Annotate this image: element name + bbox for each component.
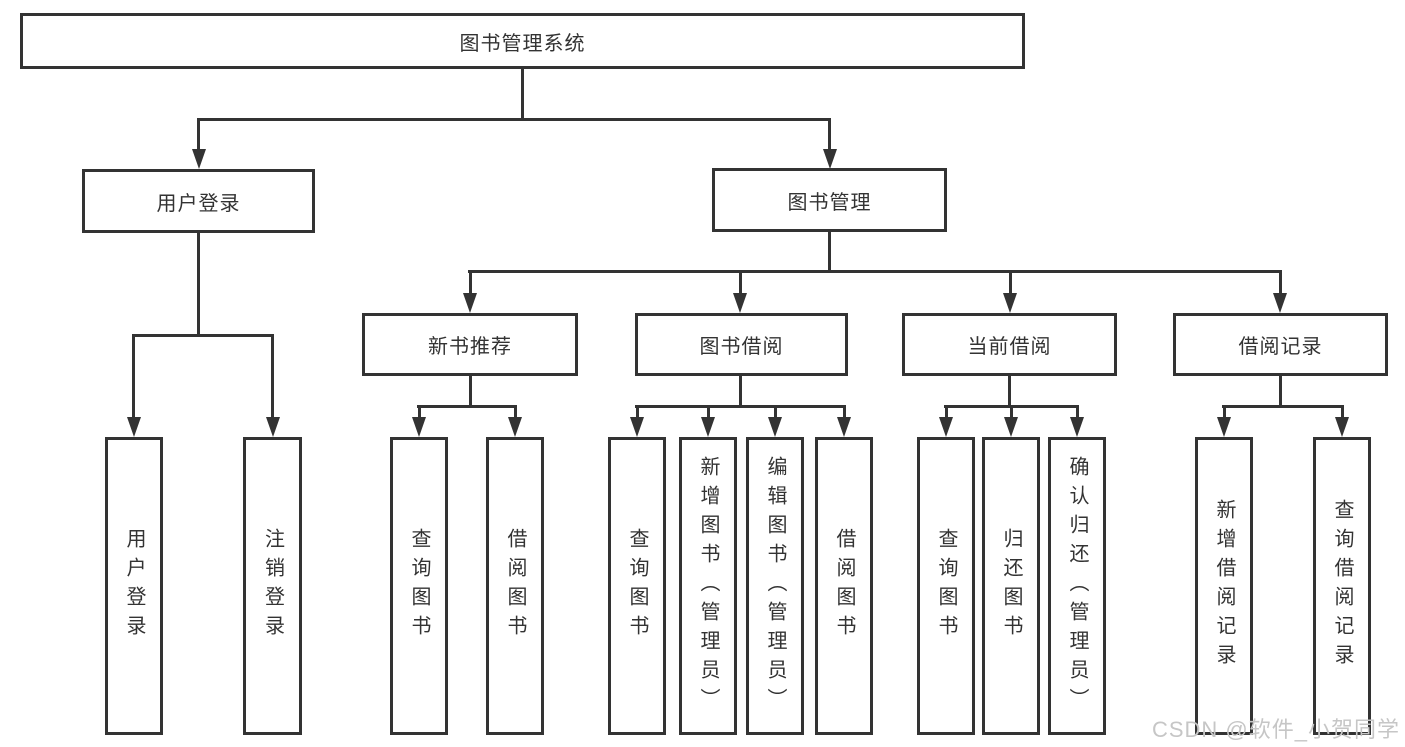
arrowhead-borrow-record (1273, 293, 1287, 313)
arrowhead-cb-confirm (1070, 417, 1084, 437)
connector-level3-rail (468, 270, 1282, 273)
node-leaf-br-add-record: 新增借阅记录 (1195, 437, 1253, 735)
connector-drop-bb-query (636, 405, 639, 419)
node-book-borrow: 图书借阅 (635, 313, 848, 376)
node-leaf-cb-confirm-return: 确认归还（管理员） (1048, 437, 1106, 735)
connector-drop-book-mgmt (828, 118, 831, 151)
connector-new-book-rail (417, 405, 516, 408)
node-leaf-bb-add-book: 新增图书（管理员） (679, 437, 737, 735)
node-leaf-bb-edit-book: 编辑图书（管理员） (746, 437, 804, 735)
node-current-borrow: 当前借阅 (902, 313, 1117, 376)
node-leaf-bb-query-book: 查询图书 (608, 437, 666, 735)
connector-drop-br-add (1223, 405, 1226, 419)
connector-book-borrow-rail (635, 405, 845, 408)
arrowhead-book-mgmt (823, 149, 837, 169)
connector-drop-nb-query (418, 405, 421, 419)
arrowhead-ul-user-login (127, 417, 141, 437)
connector-user-login-stem (197, 233, 200, 337)
node-borrow-record: 借阅记录 (1173, 313, 1388, 376)
arrowhead-book-borrow (733, 293, 747, 313)
arrowhead-bb-query (630, 417, 644, 437)
connector-drop-cb-confirm (1076, 405, 1079, 419)
connector-level2-rail (197, 118, 831, 121)
connector-drop-cb-return (1010, 405, 1013, 419)
node-leaf-user-login: 用户登录 (105, 437, 163, 735)
connector-borrow-record-rail (1222, 405, 1344, 408)
connector-drop-bb-add (707, 405, 710, 419)
arrowhead-ul-logout (266, 417, 280, 437)
connector-book-mgmt-stem (828, 232, 831, 273)
connector-user-login-rail (132, 334, 274, 337)
connector-drop-book-borrow (739, 270, 742, 295)
arrowhead-cb-return (1004, 417, 1018, 437)
connector-drop-borrow-record (1279, 270, 1282, 295)
connector-root-stem (521, 69, 524, 121)
arrowhead-user-login (192, 149, 206, 169)
node-leaf-nb-borrow-book: 借阅图书 (486, 437, 544, 735)
arrowhead-current-borrow (1003, 293, 1017, 313)
node-leaf-cb-query-book: 查询图书 (917, 437, 975, 735)
connector-drop-user-login (197, 118, 200, 151)
connector-new-book-stem (469, 376, 472, 408)
connector-drop-ul-user-login (132, 334, 135, 417)
node-root: 图书管理系统 (20, 13, 1025, 69)
connector-drop-nb-borrow (514, 405, 517, 419)
connector-drop-br-query (1341, 405, 1344, 419)
node-leaf-nb-query-book: 查询图书 (390, 437, 448, 735)
connector-current-borrow-stem (1008, 376, 1011, 408)
arrowhead-bb-borrow (837, 417, 851, 437)
node-book-mgmt: 图书管理 (712, 168, 947, 232)
connector-drop-cb-query (945, 405, 948, 419)
arrowhead-new-book (463, 293, 477, 313)
connector-drop-new-book (469, 270, 472, 295)
arrowhead-bb-add (701, 417, 715, 437)
node-leaf-br-query-record: 查询借阅记录 (1313, 437, 1371, 735)
node-leaf-logout: 注销登录 (243, 437, 302, 735)
arrowhead-bb-edit (768, 417, 782, 437)
arrowhead-br-add (1217, 417, 1231, 437)
arrowhead-nb-borrow (508, 417, 522, 437)
node-user-login: 用户登录 (82, 169, 315, 233)
connector-borrow-record-stem (1279, 376, 1282, 408)
arrowhead-br-query (1335, 417, 1349, 437)
node-leaf-cb-return-book: 归还图书 (982, 437, 1040, 735)
node-new-book-rec: 新书推荐 (362, 313, 578, 376)
arrowhead-nb-query (412, 417, 426, 437)
connector-drop-bb-edit (774, 405, 777, 419)
arrowhead-cb-query (939, 417, 953, 437)
connector-drop-ul-logout (271, 334, 274, 417)
connector-drop-current-borrow (1009, 270, 1012, 295)
connector-book-borrow-stem (739, 376, 742, 408)
connector-drop-bb-borrow (843, 405, 846, 419)
node-leaf-bb-borrow-book: 借阅图书 (815, 437, 873, 735)
